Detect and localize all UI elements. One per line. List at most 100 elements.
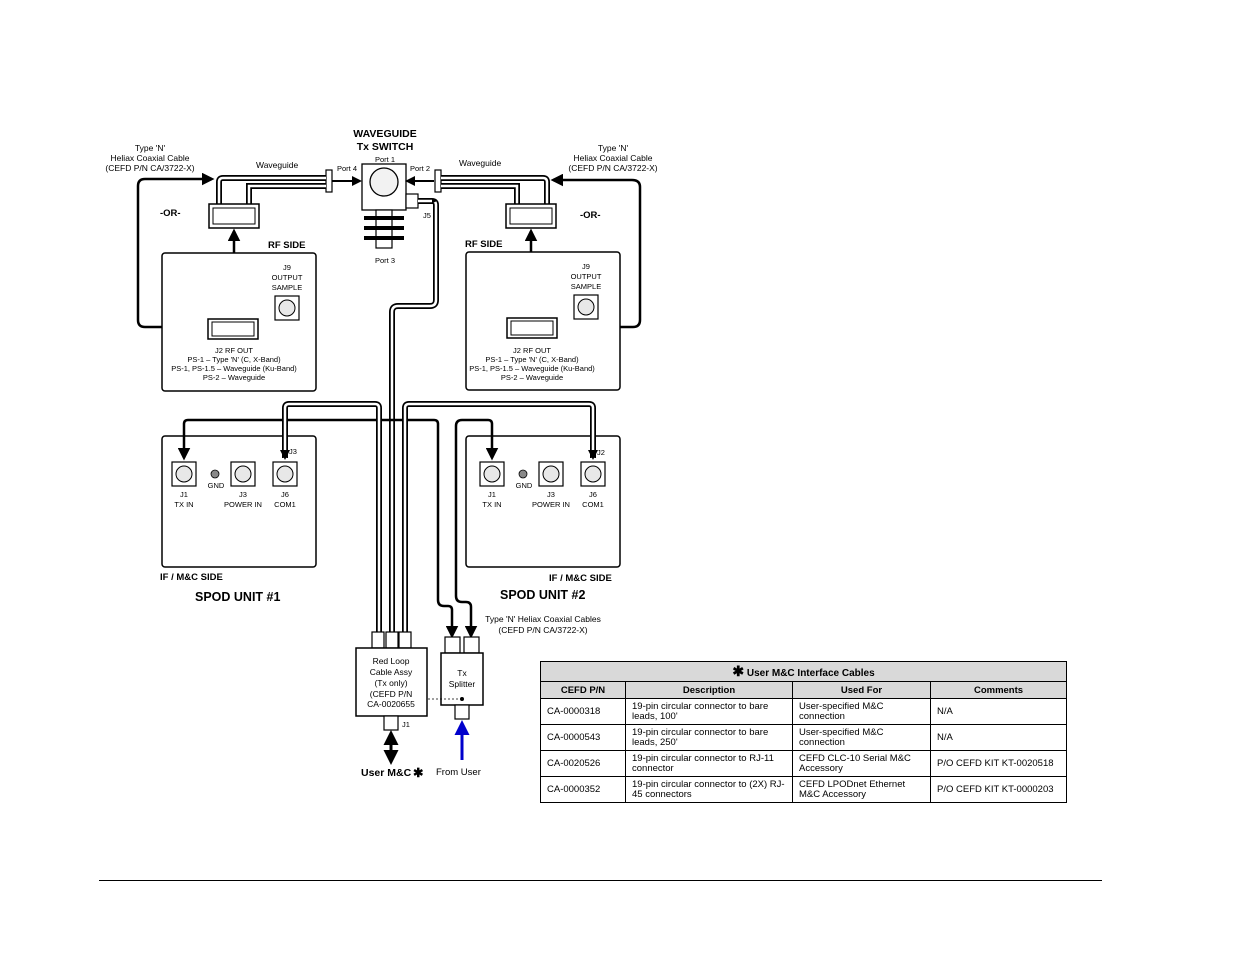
redloop-line5: CA-0020655 — [367, 699, 415, 709]
user-mc-interface-cables-table: ✱ User M&C Interface Cables CEFD P/N Des… — [540, 661, 1067, 803]
table-row: CA-0000543 19-pin circular connector to … — [540, 724, 1067, 751]
unit2-com1-arrowhead — [588, 450, 598, 460]
redloop-connector-2 — [385, 631, 399, 649]
splitter-line1: Tx — [457, 668, 467, 678]
if-left-j6a: J6 — [281, 490, 289, 499]
table-cell: 19-pin circular connector to bare leads,… — [625, 724, 793, 751]
right-waveguide-flange-inner — [509, 207, 553, 225]
spod-unit-2-label: SPOD UNIT #2 — [500, 588, 585, 602]
switch-port2-label: Port 2 — [410, 164, 430, 173]
waveguide-left-run — [216, 175, 326, 206]
waveguide-right-run — [441, 175, 550, 206]
rf-left-j9-2: OUTPUT — [272, 273, 303, 282]
table-cell: P/O CEFD KIT KT-0000203 — [930, 776, 1067, 803]
left-cable-label-3: (CEFD P/N CA/3722-X) — [105, 163, 194, 173]
switch-j5-label: J5 — [423, 211, 431, 220]
left-cable-label-2: Heliax Coaxial Cable — [111, 153, 190, 163]
if-left-j6-port — [276, 465, 294, 483]
splitter-dot — [460, 697, 464, 701]
if-side-right-panel: J2 J1 TX IN GND J3 POWER IN J6 COM1 IF /… — [465, 435, 621, 602]
j5-control-cable-inner — [390, 199, 438, 632]
table-cell: CA-0000543 — [540, 724, 626, 751]
if-left-j1b: TX IN — [174, 500, 193, 509]
table-row: CA-0020526 19-pin circular connector to … — [540, 750, 1067, 777]
rf-left-ps2: PS-2 – Waveguide — [203, 373, 265, 382]
rf-side-right-label: RF SIDE — [465, 239, 502, 250]
if-left-j6b: COM1 — [274, 500, 296, 509]
red-loop-box — [355, 647, 428, 717]
rf-right-j9-2: OUTPUT — [571, 272, 602, 281]
rf-right-ps1: PS-1 – Type 'N' (C, X-Band) — [485, 355, 579, 364]
if-right-j1b: TX IN — [482, 500, 501, 509]
unit2-txin-cable — [454, 418, 499, 639]
table-cell: 19-pin circular connector to RJ-11 conne… — [625, 750, 793, 777]
rf-left-j9-port — [278, 299, 296, 317]
if-left-j1-port — [175, 465, 193, 483]
user-mc-asterisk: ✱ — [413, 766, 424, 780]
redloop-line1: Red Loop — [373, 656, 410, 666]
if-right-gnd-stud — [518, 469, 528, 479]
table-title: ✱ User M&C Interface Cables — [540, 661, 1067, 682]
redloop-j1-connector — [383, 715, 399, 731]
switch-port1-label: Port 1 — [375, 155, 395, 164]
rf-left-j9-1: J9 — [283, 263, 291, 272]
if-left-gnd: GND — [208, 481, 225, 490]
footer-divider — [99, 880, 1102, 881]
j5-control-cable — [389, 198, 439, 632]
right-cable-label-3: (CEFD P/N CA/3722-X) — [568, 163, 657, 173]
waveguide-tx-switch: WAVEGUIDE Tx SWITCH Port 1 J5 Port 3 Por… — [325, 128, 442, 265]
column-header: Description — [625, 681, 793, 699]
rf-side-right-panel: RF SIDE J9 OUTPUT SAMPLE J2 RF OUT PS-1 … — [465, 239, 621, 391]
table-cell: N/A — [930, 698, 1067, 725]
table-cell: CA-0000352 — [540, 776, 626, 803]
if-left-gnd-stud — [210, 469, 220, 479]
if-right-gnd: GND — [516, 481, 533, 490]
table-cell: CA-0020526 — [540, 750, 626, 777]
if-right-j3a: J3 — [547, 490, 555, 499]
table-cell: User-specified M&C connection — [792, 724, 931, 751]
table-cell: 19-pin circular connector to (2X) RJ-45 … — [625, 776, 793, 803]
if-left-j3b: POWER IN — [224, 500, 262, 509]
rf-right-ps15: PS-1, PS-1.5 – Waveguide (Ku-Band) — [469, 364, 595, 373]
redloop-connector-3 — [398, 631, 412, 649]
table-cell: CEFD CLC-10 Serial M&C Accessory — [792, 750, 931, 777]
port2-flange — [434, 169, 442, 193]
table-title-row: ✱ User M&C Interface Cables — [540, 661, 1067, 682]
if-right-j6-port — [584, 465, 602, 483]
rf-right-j9-port — [577, 298, 595, 316]
rf-side-left-panel: RF SIDE J9 OUTPUT SAMPLE J2 RF OUT PS-1 … — [161, 240, 317, 392]
redloop-line4: (CEFD P/N — [370, 689, 413, 699]
spod-unit-1-label: SPOD UNIT #1 — [195, 590, 280, 604]
user-mc-label: User M&C — [361, 767, 412, 779]
unit1-com1-cable-inner — [283, 402, 381, 632]
red-loop-cable-assy: Red Loop Cable Assy (Tx only) (CEFD P/N … — [355, 631, 428, 780]
table-cell: N/A — [930, 724, 1067, 751]
switch-port4-label: Port 4 — [337, 164, 357, 173]
rf-left-j2-connector-inner — [211, 321, 255, 337]
if-left-j3-top: J3 — [289, 447, 297, 456]
table-row: CA-0000318 19-pin circular connector to … — [540, 698, 1067, 725]
splitter-line2: Splitter — [449, 679, 476, 689]
switch-port1 — [369, 167, 399, 197]
left-coax-loop — [136, 172, 215, 334]
if-left-j3-port — [234, 465, 252, 483]
port4-flange — [325, 169, 333, 193]
switch-title-2: Tx SWITCH — [357, 141, 414, 153]
right-cable-label-1: Type 'N' — [598, 143, 629, 153]
left-cable-label-1: Type 'N' — [135, 143, 166, 153]
column-header: Used For — [792, 681, 931, 699]
redloop-line3: (Tx only) — [374, 678, 407, 688]
tx-splitter-box — [440, 652, 484, 706]
left-waveguide-label: Waveguide — [256, 160, 298, 170]
switch-title-1: WAVEGUIDE — [353, 128, 416, 140]
switch-port3-label: Port 3 — [375, 256, 395, 265]
redloop-j1-label: J1 — [402, 720, 410, 729]
if-right-j3-port — [542, 465, 560, 483]
rf-right-j9-1: J9 — [582, 262, 590, 271]
left-waveguide-flange-inner — [212, 207, 256, 225]
coax-cables-label-2: (CEFD P/N CA/3722-X) — [498, 625, 587, 635]
switch-j5-connector — [405, 193, 419, 209]
unit1-com1-arrowhead — [280, 450, 290, 460]
unit1-txin-cable — [177, 418, 459, 639]
table-cell: CEFD LPODnet Ethernet M&C Accessory — [792, 776, 931, 803]
